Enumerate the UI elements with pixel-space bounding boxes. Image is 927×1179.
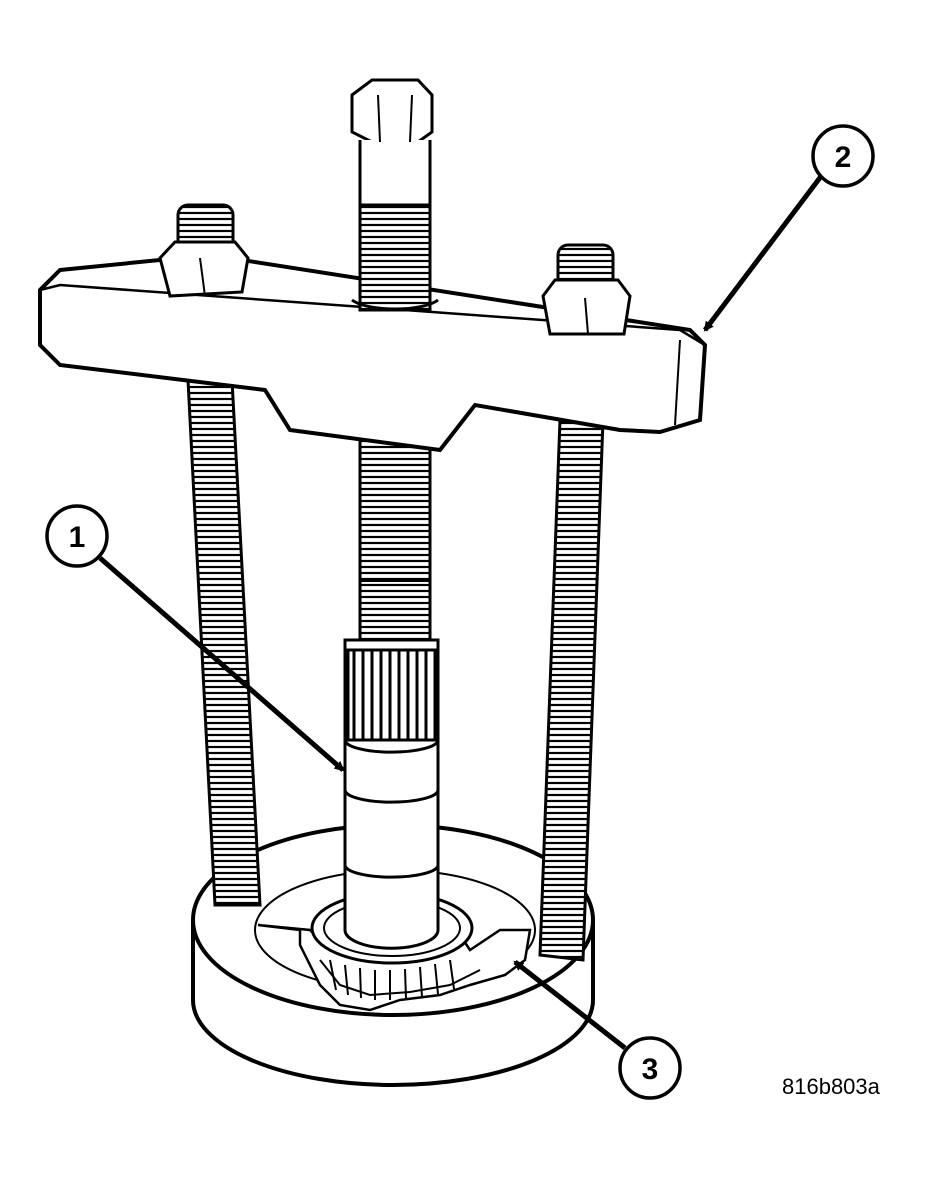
right-nut [541,243,632,336]
figure-id: 816b803a [782,1074,880,1099]
callout-1-arrow [98,556,345,772]
forcing-screw-upper [350,78,439,312]
left-nut [158,203,250,298]
shaft [343,638,440,950]
callout-2-arrow [703,173,824,332]
callout-3: 3 [618,1036,682,1100]
callout-2: 2 [811,124,875,188]
callout-2-label: 2 [835,141,852,174]
callout-1: 1 [45,504,109,568]
callout-3-label: 3 [642,1053,659,1086]
callout-1-label: 1 [69,521,86,554]
right-threaded-rod [538,418,605,962]
shaft-spline [346,648,438,742]
bearing-cage [329,959,455,1000]
callout-3-arrow [513,960,627,1050]
forcing-screw-lower [358,438,432,652]
